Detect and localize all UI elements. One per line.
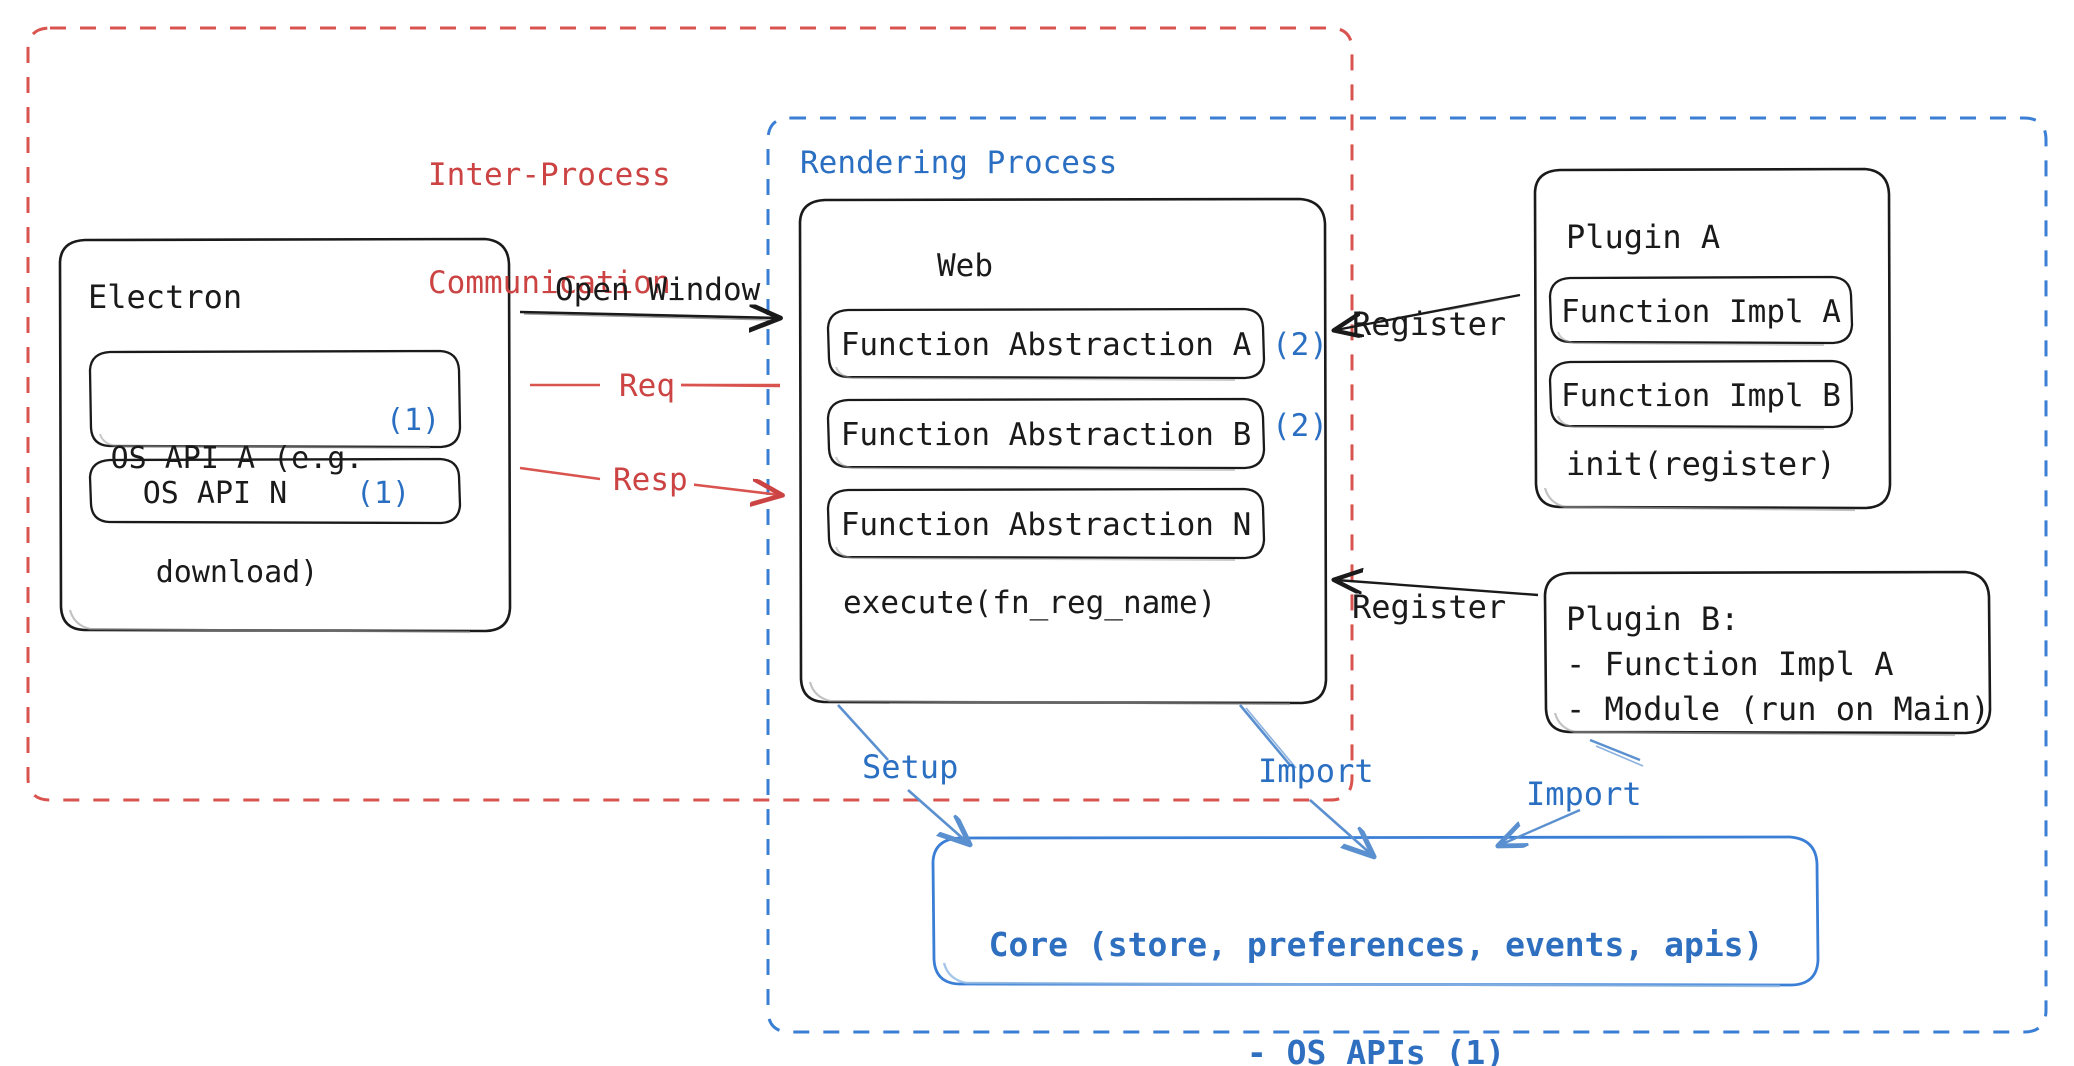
function-impl-a-label: Function Impl A	[1561, 294, 1841, 330]
function-impl-b-label: Function Impl B	[1561, 378, 1841, 414]
os-api-a-marker: (1)	[386, 403, 441, 438]
core-text-line2: - OS APIs (1)	[1246, 1033, 1506, 1066]
plugin-a-init-label: init(register)	[1566, 445, 1836, 483]
os-api-a-label-line2: download)	[155, 555, 319, 590]
electron-title: Electron	[88, 278, 243, 316]
os-api-a-label: OS API A (e.g. download)	[92, 364, 382, 668]
ipc-region-label-line1: Inter-Process	[428, 157, 671, 193]
plugin-b-title: Plugin B:	[1566, 600, 1740, 638]
function-abstraction-n-label: Function Abstraction N	[840, 507, 1252, 543]
function-abstraction-b-marker: (2)	[1272, 408, 1328, 444]
arrow-import-web-label: Import	[1258, 752, 1374, 790]
function-abstraction-a-label: Function Abstraction A	[840, 327, 1252, 363]
ipc-region-label-line2: Communication	[428, 265, 671, 301]
arrow-open-window-label: Open Window	[555, 272, 761, 308]
core-text-line1: Core (store, preferences, events, apis)	[988, 925, 1764, 964]
arrow-req-label: Req	[613, 368, 681, 404]
arrow-import-plugin-b-label: Import	[1526, 775, 1642, 813]
core-text: Core (store, preferences, events, apis) …	[934, 855, 1818, 1066]
web-execute-label: execute(fn_reg_name)	[843, 585, 1217, 621]
os-api-a-label-line1: OS API A (e.g.	[110, 441, 364, 476]
rendering-region-label: Rendering Process	[800, 145, 1118, 181]
plugin-b-line-2: - Module (run on Main)	[1566, 690, 1990, 728]
plugin-a-title: Plugin A	[1566, 218, 1721, 256]
function-abstraction-a-marker: (2)	[1272, 327, 1328, 363]
arrow-setup-label: Setup	[862, 748, 959, 786]
arrow-resp-label: Resp	[607, 462, 694, 498]
arrow-register-plugin-b-label: Register	[1352, 588, 1507, 626]
web-title: Web	[937, 248, 993, 284]
plugin-b-line-1: - Function Impl A	[1566, 645, 1894, 683]
ipc-region-label: Inter-Process Communication	[428, 85, 671, 373]
os-api-n-label: OS API N	[142, 476, 288, 511]
os-api-n-marker: (1)	[356, 476, 411, 511]
function-abstraction-b-label: Function Abstraction B	[840, 417, 1252, 453]
arrow-register-plugin-a-label: Register	[1352, 305, 1507, 343]
